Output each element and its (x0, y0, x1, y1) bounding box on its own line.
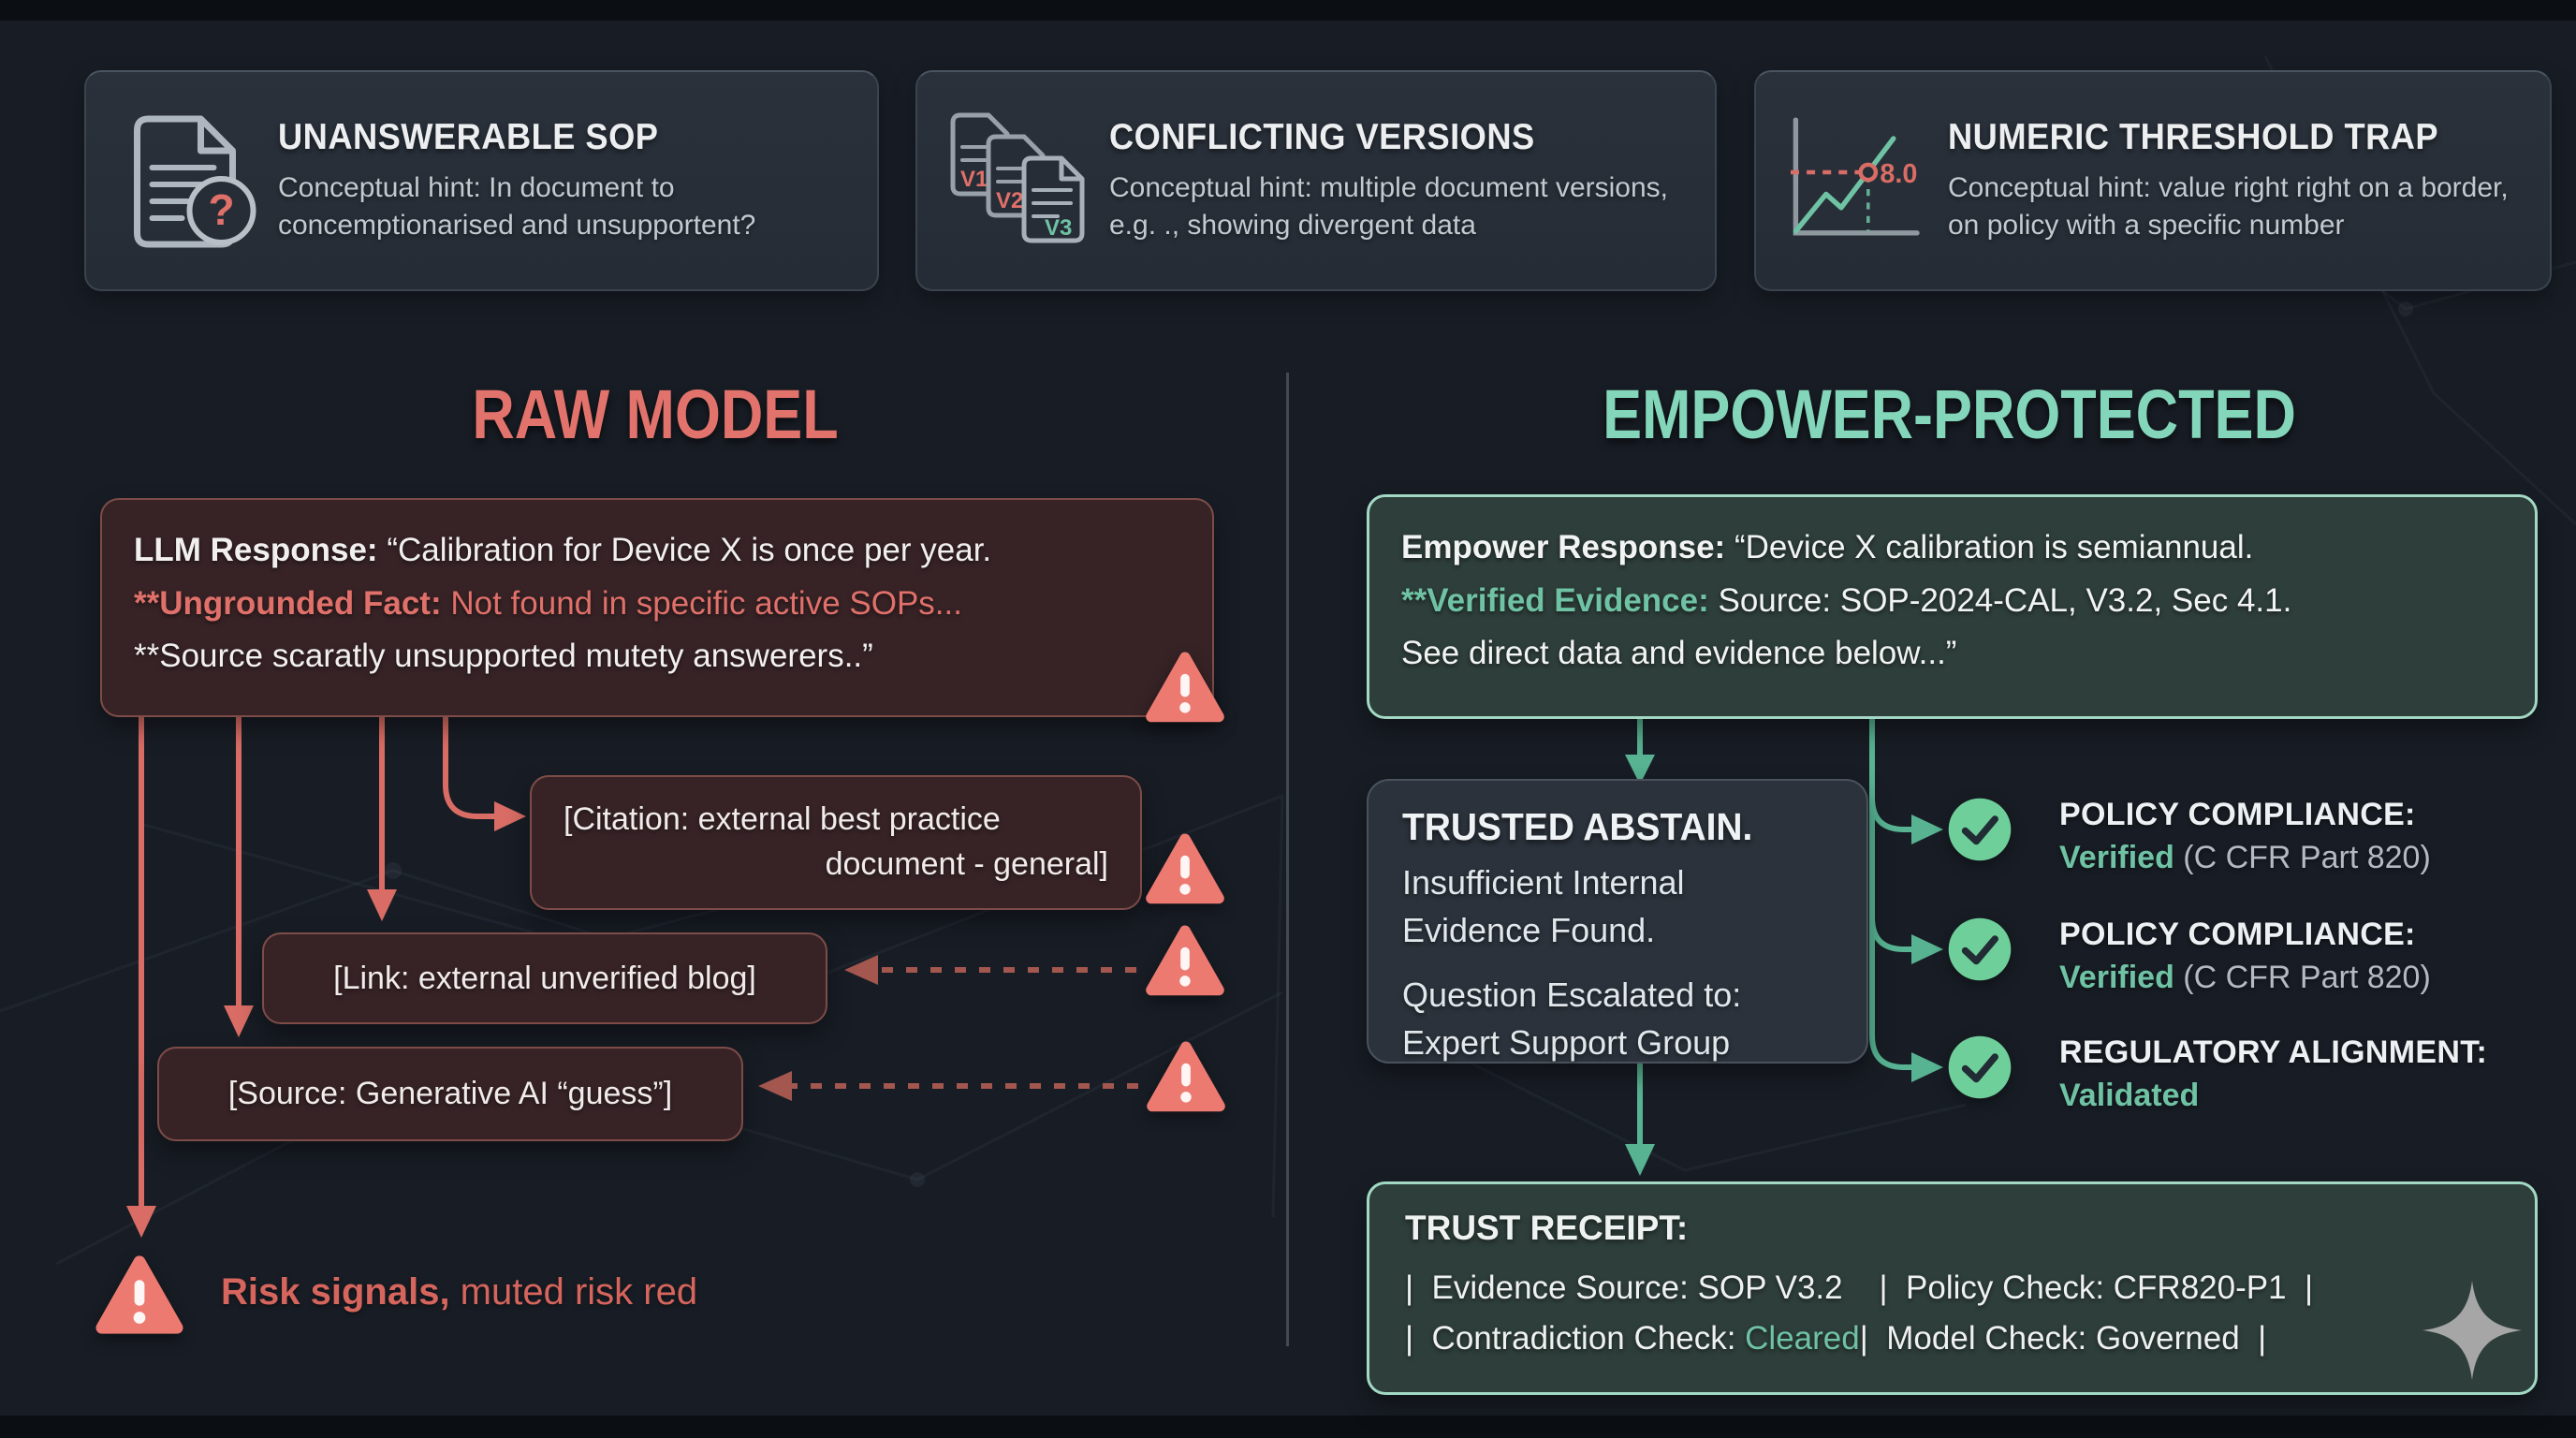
citation-box: [Citation: external best practice docume… (530, 775, 1142, 910)
receipt-row-1: | Evidence Source: SOP V3.2 | Policy Che… (1405, 1269, 2314, 1306)
sparkle-icon (2422, 1281, 2522, 1380)
card-numeric-threshold-trap: 8.0 NUMERIC THRESHOLD TRAP Conceptual hi… (1754, 70, 2552, 291)
llm-response-label: LLM Response: (134, 532, 378, 568)
raw-model-heading: RAW MODEL (472, 375, 839, 453)
version-v2-label: V2 (996, 188, 1023, 213)
bottom-letterbox-strip (0, 1416, 2576, 1438)
question-mark-glyph: ? (208, 185, 234, 234)
empower-response-line1: Empower Response: “Device X calibration … (1401, 521, 2503, 575)
risk-legend-rest: muted risk red (449, 1271, 698, 1313)
teal-arrowheads (1625, 755, 1943, 1176)
link-box: [Link: external unverified blog] (262, 932, 827, 1024)
threshold-value-label: 8.0 (1880, 159, 1917, 189)
source-box: [Source: Generative AI “guess”] (157, 1047, 743, 1141)
receipt-row-2: | Contradiction Check: Cleared| Model Ch… (1405, 1313, 2499, 1364)
card-subtitle: Conceptual hint: In document to concempt… (278, 172, 756, 241)
card-conflicting-versions: V1 V2 V3 CONFLICTING VERSIONS Conceptual… (915, 70, 1717, 291)
abstain-line2: Evidence Found. (1402, 911, 1656, 950)
check-icon (1948, 917, 2012, 981)
threshold-chart-icon: 8.0 (1791, 117, 1920, 236)
trust-receipt-box: TRUST RECEIPT: | Evidence Source: SOP V3… (1367, 1181, 2538, 1395)
stacked-versions-icon: V1 V2 V3 (950, 112, 1085, 243)
empower-response-label: Empower Response: (1401, 529, 1726, 565)
verified-evidence-text: Source: SOP-2024-CAL, V3.2, Sec 4.1. (1718, 581, 2292, 619)
red-arrowheads (126, 801, 526, 1238)
card-title: NUMERIC THRESHOLD TRAP (1948, 117, 2439, 158)
check-label: POLICY COMPLIANCE: (2059, 797, 2416, 832)
receipt-row2-post: | Model Check: Governed | (1859, 1320, 2267, 1357)
llm-response-box: LLM Response: “Calibration for Device X … (100, 498, 1214, 717)
llm-response-quote: “Calibration for Device X is once per ye… (387, 532, 992, 568)
llm-response-line2: **Ungrounded Fact: Not found in specific… (134, 578, 1180, 631)
link-label: [Link: external unverified blog] (333, 960, 756, 996)
teal-flow-arrows (1637, 711, 1916, 1151)
check-value: Validated (2059, 1078, 2200, 1113)
policy-compliance-row-2: POLICY COMPLIANCE: Verified (C CFR Part … (2059, 913, 2565, 999)
version-v1-label: V1 (960, 167, 988, 192)
verified-evidence-label: **Verified Evidence: (1401, 581, 1709, 619)
warning-icon (1146, 833, 1224, 904)
abstain-line3: Question Escalated to: (1402, 976, 1742, 1015)
trust-receipt-title: TRUST RECEIPT: (1405, 1209, 1689, 1247)
regulatory-alignment-row: REGULATORY ALIGNMENT: Validated (2059, 1031, 2565, 1117)
ungrounded-fact-text: Not found in specific active SOPs... (450, 584, 962, 622)
warning-icon (1146, 925, 1224, 996)
risk-legend: Risk signals, muted risk red (221, 1271, 697, 1313)
citation-line1: [Citation: external best practice (564, 801, 1001, 837)
empower-response-line2: **Verified Evidence: Source: SOP-2024-CA… (1401, 575, 2503, 628)
check-value: Verified (2059, 960, 2174, 995)
card-title: UNANSWERABLE SOP (278, 117, 659, 158)
trusted-abstain-title: TRUSTED ABSTAIN. (1402, 805, 1753, 848)
check-icon (1948, 1035, 2012, 1099)
check-value: Verified (2059, 840, 2174, 875)
trusted-abstain-box: TRUSTED ABSTAIN. Insufficient Internal E… (1367, 779, 1868, 1064)
empower-response-quote: “Device X calibration is semiannual. (1734, 529, 2254, 565)
card-title: CONFLICTING VERSIONS (1109, 117, 1535, 158)
warning-icon (95, 1255, 183, 1334)
warning-icon (1146, 652, 1224, 723)
top-letterbox-strip (0, 0, 2576, 21)
ungrounded-fact-label: **Ungrounded Fact: (134, 584, 442, 622)
card-subtitle: Conceptual hint: multiple document versi… (1109, 172, 1668, 241)
version-v3-label: V3 (1045, 215, 1072, 241)
receipt-row2-pre: | Contradiction Check: (1405, 1320, 1746, 1357)
column-divider (1286, 373, 1289, 1346)
warning-icon (1147, 1041, 1225, 1112)
citation-line2: document - general] (825, 845, 1108, 882)
llm-response-line3: **Source scaratly unsupported mutety ans… (134, 638, 873, 675)
empower-protected-heading: EMPOWER-PROTECTED (1603, 375, 2296, 453)
abstain-line1: Insufficient Internal (1402, 863, 1685, 902)
empower-response-box: Empower Response: “Device X calibration … (1367, 494, 2538, 719)
check-label: REGULATORY ALIGNMENT: (2059, 1034, 2488, 1070)
dashed-arrowheads (758, 955, 878, 1101)
document-question-icon: ? (134, 115, 256, 248)
check-icon (1948, 798, 2012, 861)
receipt-cleared-value: Cleared (1745, 1320, 1860, 1357)
check-suffix: (C CFR Part 820) (2174, 960, 2431, 995)
policy-compliance-row-1: POLICY COMPLIANCE: Verified (C CFR Part … (2059, 793, 2565, 879)
check-label: POLICY COMPLIANCE: (2059, 917, 2416, 952)
empower-response-line3: See direct data and evidence below...” (1401, 635, 1957, 672)
llm-response-line1: LLM Response: “Calibration for Device X … (134, 524, 1180, 578)
card-subtitle: Conceptual hint: value right right on a … (1948, 172, 2509, 241)
source-label: [Source: Generative AI “guess”] (227, 1076, 673, 1111)
check-suffix: (C CFR Part 820) (2174, 840, 2431, 875)
card-unanswerable-sop: ? UNANSWERABLE SOP Conceptual hint: In d… (84, 70, 879, 291)
red-flow-arrows (139, 709, 499, 1212)
abstain-line4: Expert Support Group (1402, 1023, 1731, 1063)
risk-legend-bold: Risk signals, (221, 1271, 450, 1313)
